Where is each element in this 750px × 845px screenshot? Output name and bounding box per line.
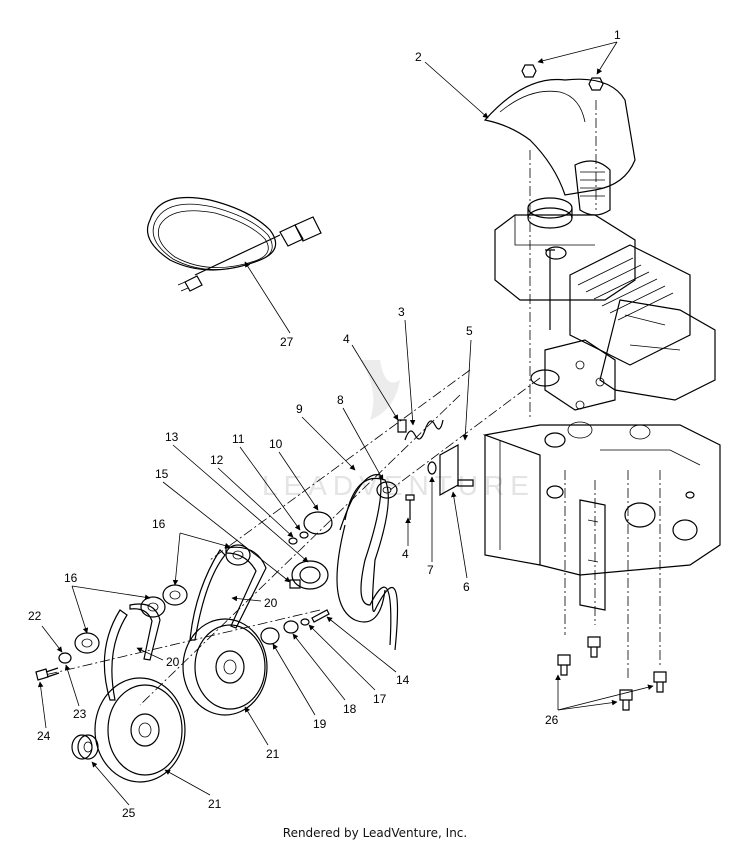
- callout-14: 14: [396, 673, 410, 687]
- engine: [482, 78, 721, 611]
- callout-4b: 4: [402, 547, 409, 561]
- callout-6: 6: [463, 580, 470, 594]
- callout-21b: 21: [208, 797, 222, 811]
- callout-15: 15: [155, 467, 169, 481]
- callout-24: 24: [37, 729, 51, 743]
- callout-19: 19: [313, 717, 327, 731]
- callout-1: 1: [614, 28, 621, 42]
- callout-9: 9: [296, 402, 303, 416]
- leader-lines: [37, 41, 654, 806]
- callout-3: 3: [398, 305, 405, 319]
- callout-27: 27: [280, 335, 294, 349]
- callout-26: 26: [545, 713, 559, 727]
- callout-16a: 16: [152, 517, 166, 531]
- extension-cord: [146, 196, 322, 292]
- pulleys: [35, 481, 398, 783]
- callout-16b: 16: [64, 571, 78, 585]
- callout-21a: 21: [266, 747, 280, 761]
- callout-5: 5: [466, 324, 473, 338]
- callout-23: 23: [73, 707, 87, 721]
- bolts-bottom: [557, 636, 667, 711]
- callout-22: 22: [28, 609, 42, 623]
- bolts-top: [521, 64, 604, 91]
- footer-credit: Rendered by LeadVenture, Inc.: [282, 826, 468, 840]
- callout-18: 18: [343, 702, 357, 716]
- callout-labels: 1 2 3 4 4 5 6 7 8 9 10 11 12 13 14 15 16…: [28, 28, 621, 820]
- callout-13: 13: [165, 430, 179, 444]
- callout-2: 2: [415, 50, 422, 64]
- callout-17: 17: [373, 692, 387, 706]
- callout-4a: 4: [343, 332, 350, 346]
- center-lines: [44, 100, 661, 706]
- callout-20a: 20: [264, 596, 278, 610]
- callout-25: 25: [122, 806, 136, 820]
- callout-11: 11: [232, 432, 245, 446]
- belts: [103, 474, 399, 701]
- callout-20b: 20: [166, 655, 180, 669]
- callout-7: 7: [427, 563, 434, 577]
- spring-and-hardware: [397, 419, 474, 520]
- watermark-text: LEADVENTURE: [262, 470, 535, 501]
- callout-8: 8: [337, 393, 344, 407]
- callout-12: 12: [210, 453, 224, 467]
- callout-10: 10: [269, 437, 283, 451]
